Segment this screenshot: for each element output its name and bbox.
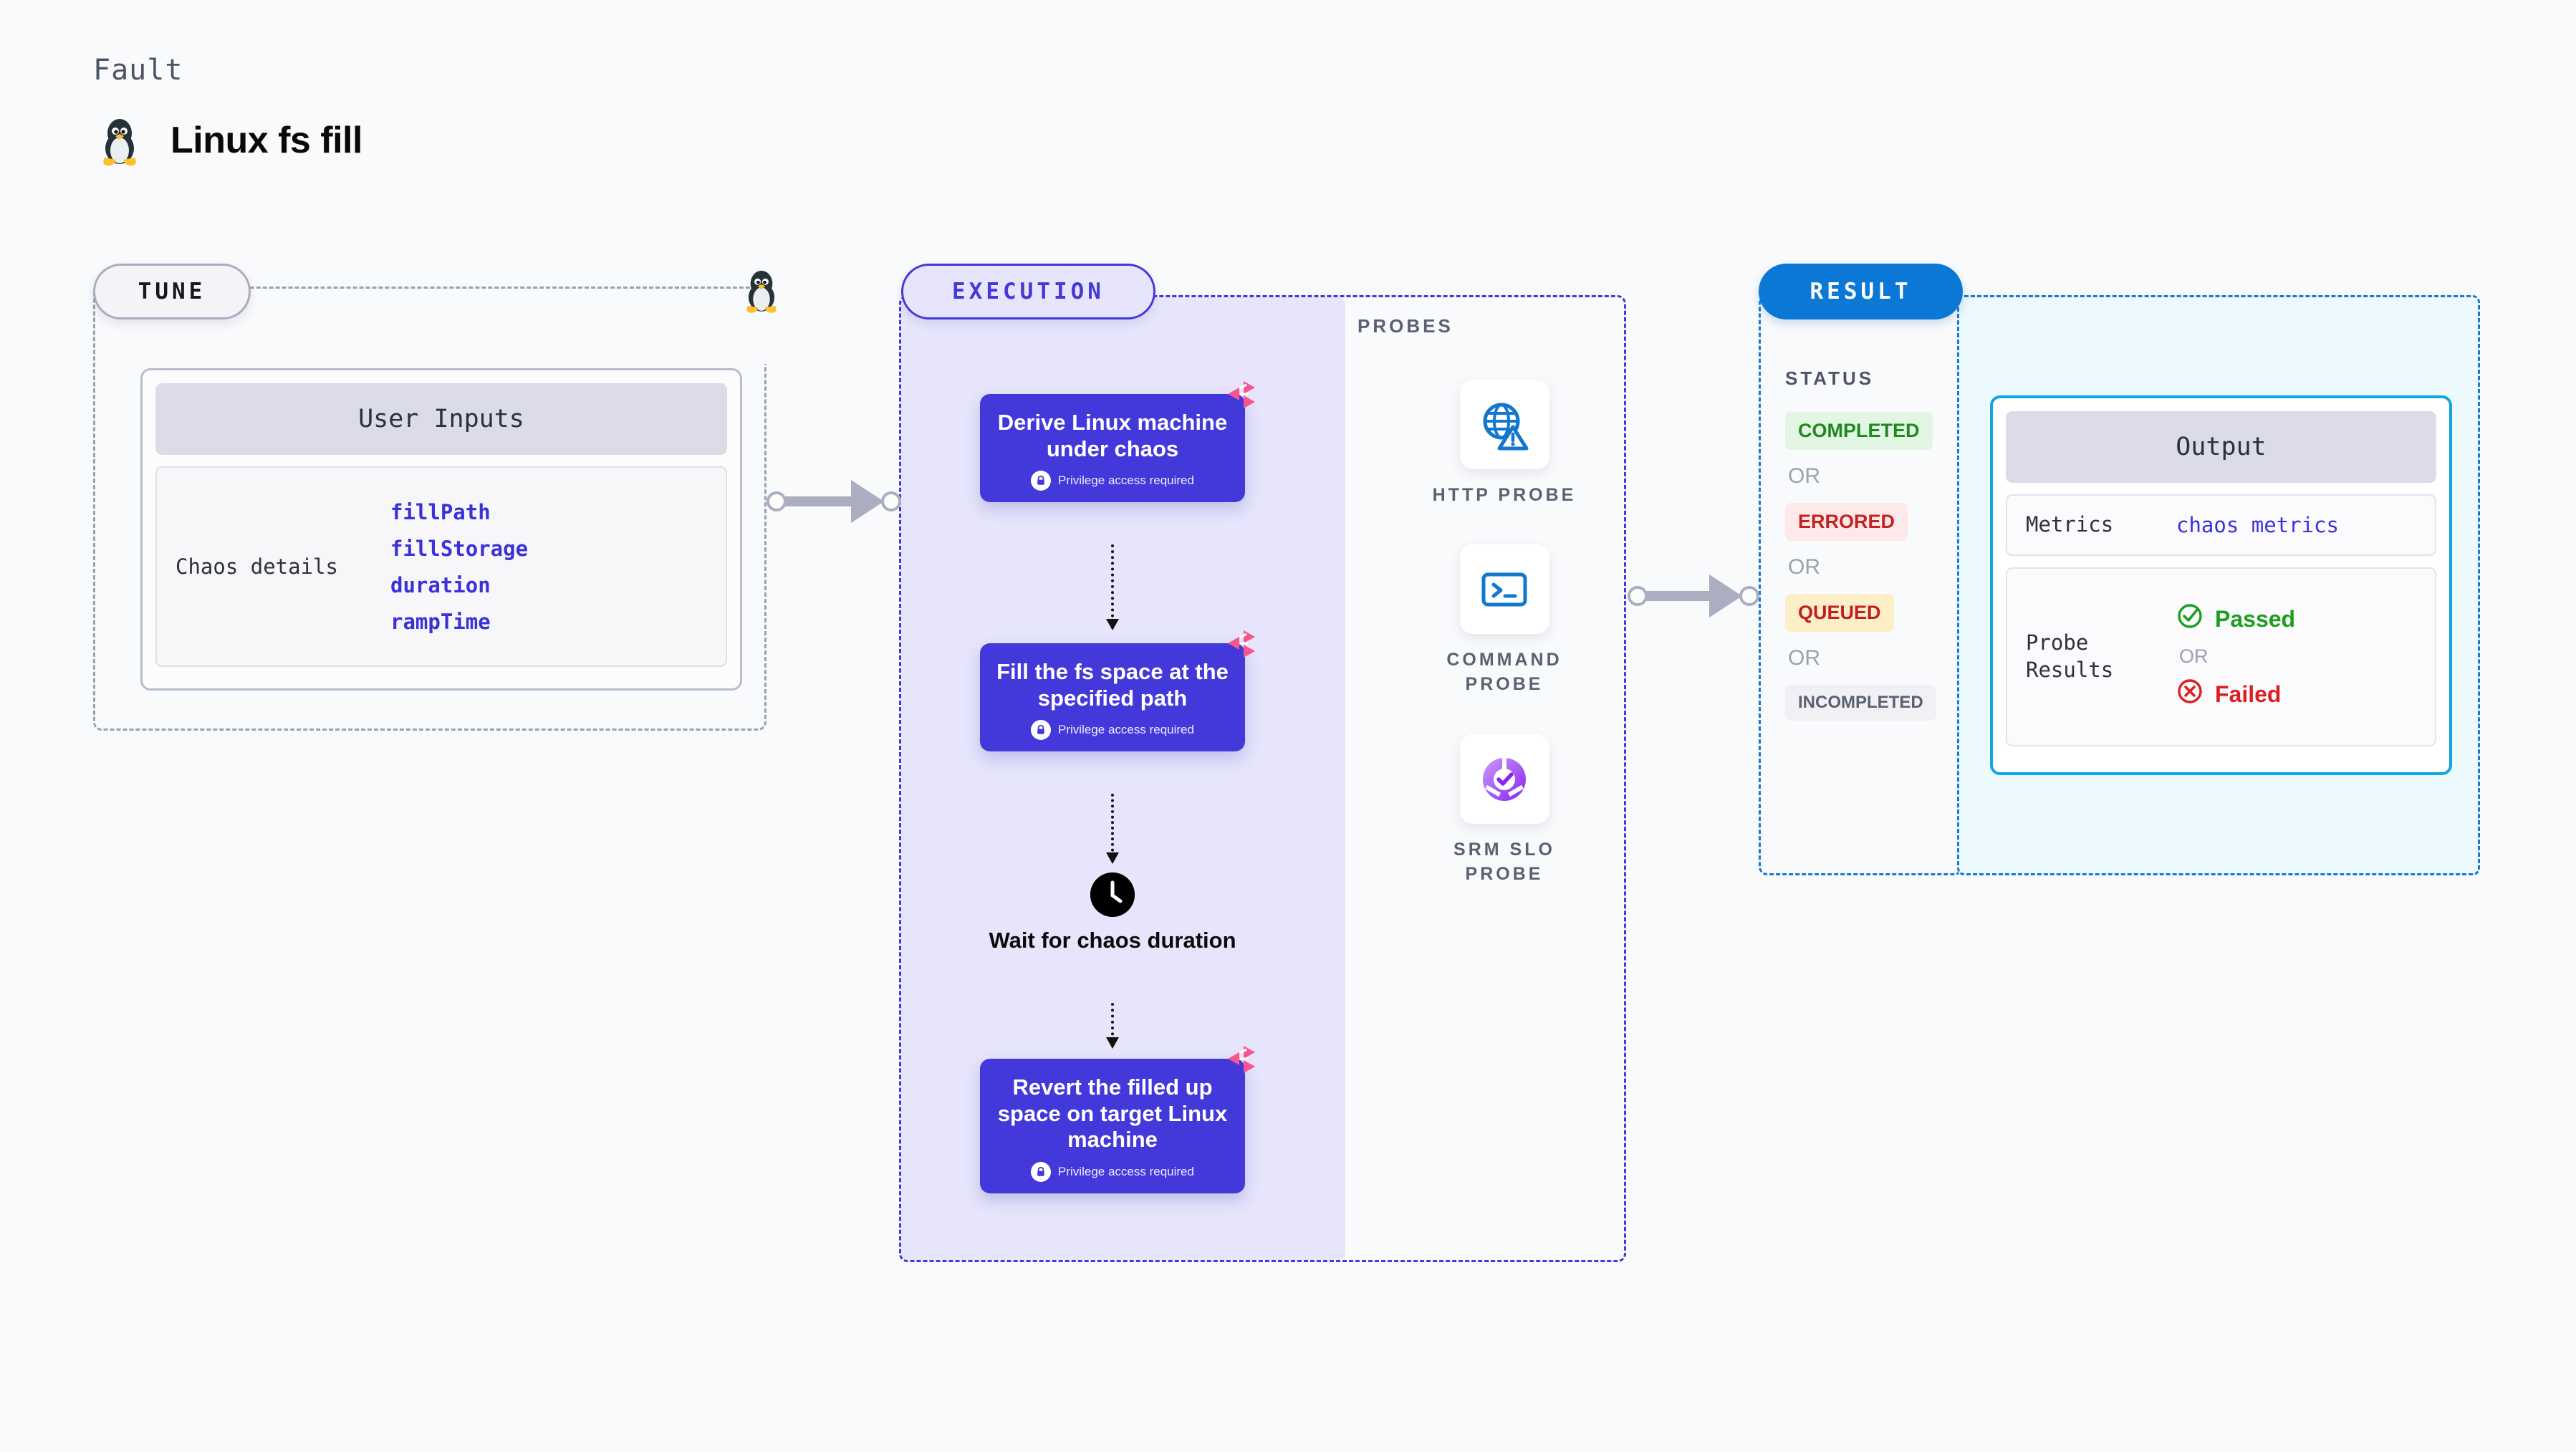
- lock-icon: [1031, 471, 1052, 491]
- status-badge-completed: COMPLETED: [1785, 412, 1933, 450]
- param-fillstorage[interactable]: fillStorage: [390, 536, 529, 561]
- wait-label: Wait for chaos duration: [989, 928, 1236, 953]
- or-separator: OR: [2179, 645, 2209, 668]
- x-circle-icon: [2176, 678, 2203, 711]
- probes-title: PROBES: [1357, 315, 1453, 337]
- probe-results-label: Probe Results: [2026, 630, 2114, 682]
- result-badge[interactable]: RESULT: [1759, 264, 1963, 319]
- metrics-value[interactable]: chaos metrics: [2176, 512, 2339, 537]
- probe-results-values: Passed OR Failed: [2176, 602, 2295, 711]
- clock-icon: [1090, 872, 1135, 917]
- privilege-text: Privilege access required: [1058, 723, 1194, 737]
- probe-card-command[interactable]: COMMAND PROBE: [1429, 544, 1580, 697]
- connector-endpoint: [1628, 586, 1648, 606]
- probe-label: SRM SLO PROBE: [1453, 840, 1555, 884]
- step-connector-3: [1106, 1003, 1119, 1049]
- privilege-note: Privilege access required: [991, 471, 1234, 491]
- page-eyebrow: Fault: [93, 54, 183, 87]
- step-connector-2: [1106, 794, 1119, 864]
- passed-label: Passed: [2215, 605, 2296, 632]
- status-badge-queued: QUEUED: [1785, 594, 1894, 632]
- output-probe-results-row: Probe Results Passed OR: [2006, 567, 2436, 746]
- chaos-params-list: fillPath fillStorage duration rampTime: [390, 500, 528, 634]
- status-badge-errored: ERRORED: [1785, 503, 1908, 541]
- slo-donut-check-icon: [1459, 734, 1549, 824]
- tux-penguin-icon: [97, 115, 142, 166]
- execution-badge[interactable]: EXECUTION: [901, 264, 1155, 319]
- failed-label: Failed: [2215, 681, 2282, 707]
- status-title: STATUS: [1785, 367, 1875, 389]
- step-connector-1: [1106, 544, 1119, 630]
- privilege-text: Privilege access required: [1058, 473, 1194, 488]
- metrics-label: Metrics: [2026, 512, 2114, 537]
- lock-icon: [1031, 720, 1052, 741]
- chaos-details-label: Chaos details: [176, 554, 338, 579]
- privilege-text: Privilege access required: [1058, 1164, 1194, 1178]
- status-list: COMPLETED OR ERRORED OR QUEUED OR INCOMP…: [1785, 412, 1936, 721]
- step-title: Fill the fs space at the specified path: [996, 659, 1229, 711]
- probe-label: COMMAND PROBE: [1446, 650, 1562, 694]
- execution-step-card[interactable]: Revert the filled up space on target Lin…: [980, 1046, 1255, 1193]
- output-metrics-row: Metrics chaos metrics: [2006, 494, 2436, 556]
- litmus-logo-icon: [1225, 380, 1258, 413]
- execution-region: [899, 295, 1626, 1262]
- chaos-details-row: Chaos details fillPath fillStorage durat…: [155, 466, 727, 667]
- terminal-icon: [1459, 544, 1549, 634]
- or-separator: OR: [1788, 464, 1820, 488]
- probe-card-http[interactable]: HTTP PROBE: [1429, 380, 1580, 508]
- probe-card-srm-slo[interactable]: SRM SLO PROBE: [1429, 734, 1580, 887]
- litmus-logo-icon: [1225, 629, 1258, 663]
- user-inputs-card: User Inputs Chaos details fillPath fillS…: [140, 368, 742, 691]
- probe-result-passed: Passed: [2176, 602, 2295, 635]
- tune-badge[interactable]: TUNE: [93, 264, 251, 319]
- privilege-note: Privilege access required: [991, 1161, 1234, 1182]
- step-title: Revert the filled up space on target Lin…: [997, 1074, 1228, 1153]
- param-duration[interactable]: duration: [390, 572, 491, 597]
- connector-endpoint: [1739, 586, 1759, 606]
- param-fillpath[interactable]: fillPath: [390, 499, 491, 524]
- step-title: Derive Linux machine under chaos: [997, 410, 1228, 461]
- check-circle-icon: [2176, 602, 2203, 635]
- execution-step-card[interactable]: Fill the fs space at the specified path …: [980, 630, 1255, 752]
- connector-endpoint: [766, 491, 787, 511]
- probe-label: HTTP PROBE: [1432, 485, 1577, 505]
- status-badge-incompleted: INCOMPLETED: [1785, 685, 1936, 721]
- output-card: Output Metrics chaos metrics Probe Resul…: [1990, 395, 2452, 775]
- param-ramptime[interactable]: rampTime: [390, 609, 491, 634]
- user-inputs-header: User Inputs: [155, 383, 727, 455]
- probe-result-failed: Failed: [2176, 678, 2295, 711]
- globe-warning-icon: [1459, 380, 1549, 469]
- privilege-note: Privilege access required: [991, 720, 1234, 741]
- connector-endpoint: [881, 491, 901, 511]
- or-separator: OR: [1788, 555, 1820, 579]
- litmus-logo-icon: [1225, 1044, 1258, 1078]
- tune-region: [93, 287, 766, 731]
- output-header: Output: [2006, 411, 2436, 483]
- wait-for-duration-node: Wait for chaos duration: [980, 872, 1245, 953]
- tux-penguin-icon: [741, 266, 782, 317]
- page-title-row: Linux fs fill: [97, 115, 362, 166]
- or-separator: OR: [1788, 646, 1820, 670]
- lock-icon: [1031, 1161, 1052, 1182]
- execution-step-card[interactable]: Derive Linux machine under chaos Privile…: [980, 381, 1255, 503]
- page-title: Linux fs fill: [170, 120, 362, 161]
